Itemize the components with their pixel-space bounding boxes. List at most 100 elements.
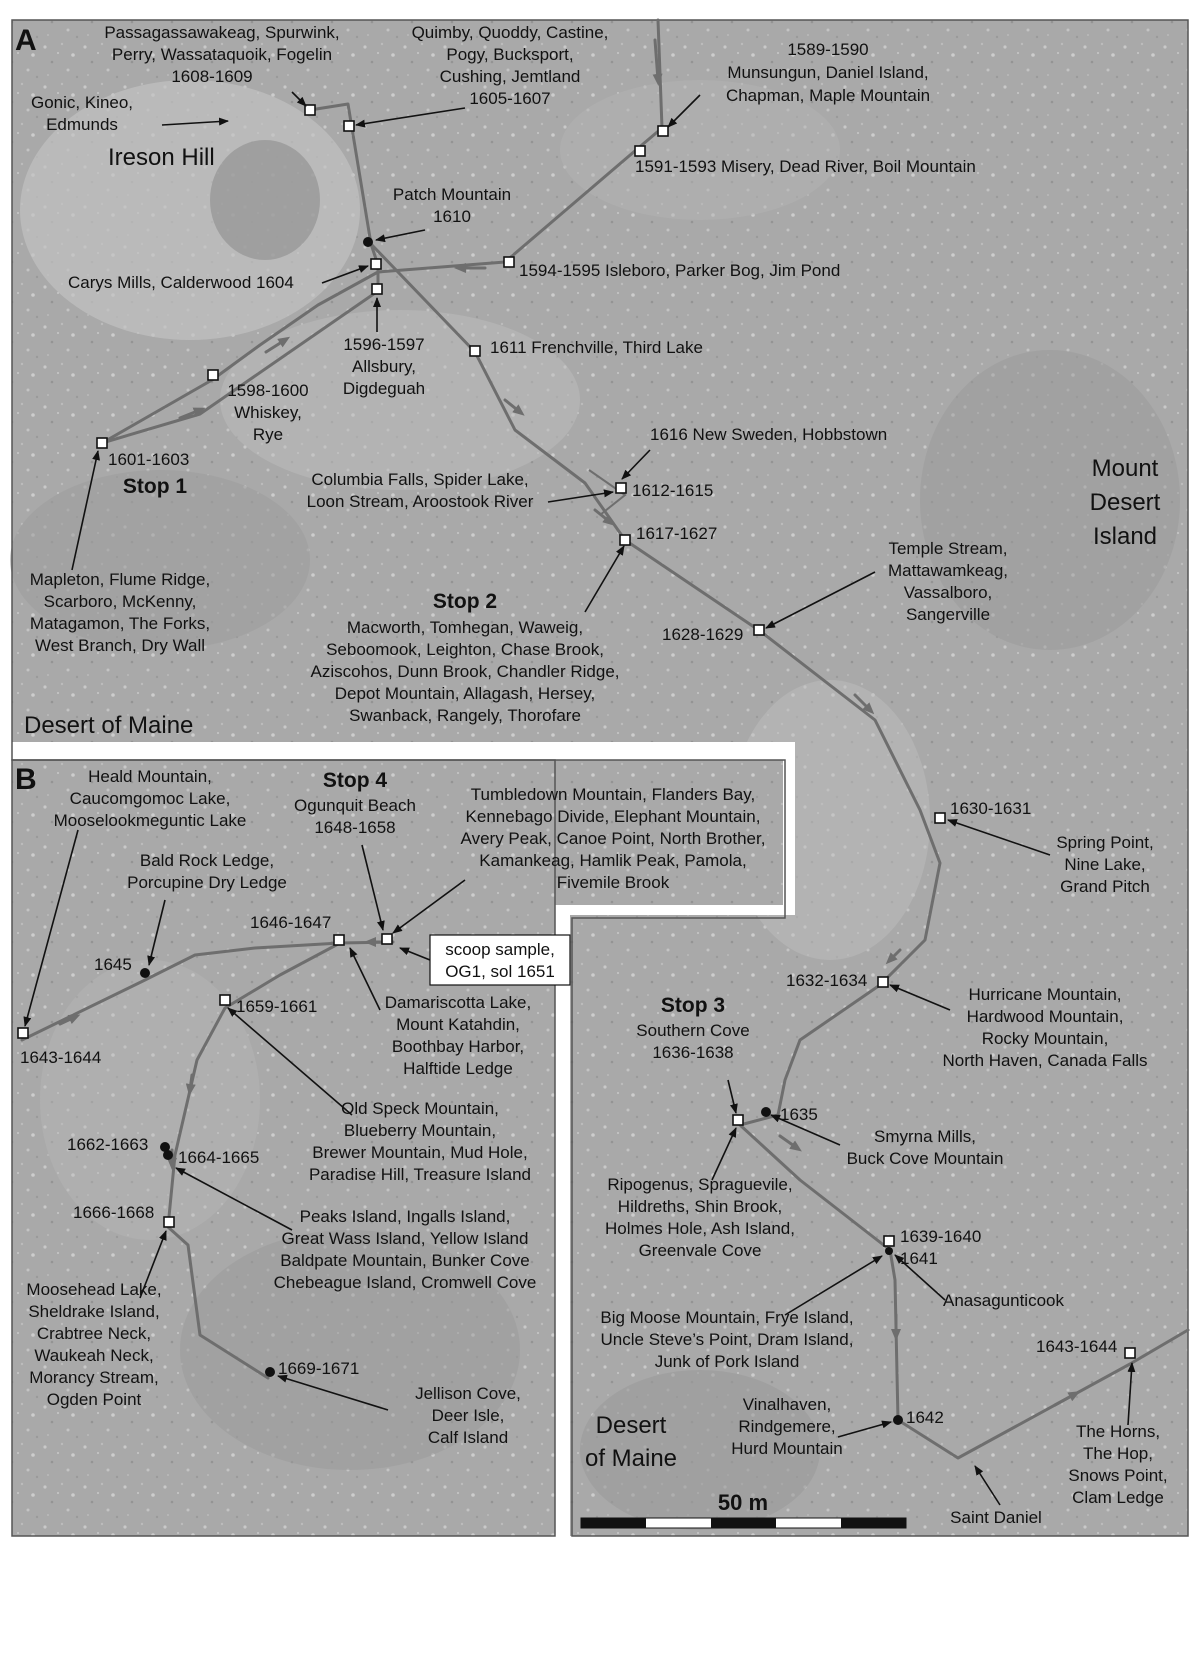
station-1669 (265, 1367, 275, 1377)
label-macworth-4: Depot Mountain, Allagash, Hersey, (335, 684, 596, 703)
label-hurricane-1: Hurricane Mountain, (968, 985, 1121, 1004)
scoop-sample-box (429, 934, 571, 986)
label-isle: 1594-1595 Isleboro, Parker Bog, Jim Pond (519, 261, 840, 280)
label-pass-3: 1608-1609 (171, 67, 252, 86)
label-peaks-2: Great Wass Island, Yellow Island (282, 1229, 529, 1248)
label-1630: 1630-1631 (950, 799, 1031, 818)
label-pass-1: Passagassawakeag, Spurwink, (104, 23, 339, 42)
label-mapleton-4: West Branch, Dry Wall (35, 636, 205, 655)
label-horns-2: The Hop, (1083, 1444, 1153, 1463)
label-patch-1: Patch Mountain (393, 185, 511, 204)
label-1639: 1639-1640 (900, 1227, 981, 1246)
label-whiskey-2: Whiskey, (234, 403, 302, 422)
panel-b-border (11, 759, 556, 1537)
label-moosehead-3: Crabtree Neck, (37, 1324, 151, 1343)
station-1639 (883, 1235, 895, 1247)
label-jellison-2: Deer Isle, (432, 1406, 505, 1425)
station-1611 (469, 345, 481, 357)
label-temple-1: Temple Stream, (888, 539, 1007, 558)
stop-3-label: Stop 3 (661, 994, 725, 1017)
label-temple-2: Mattawamkeag, (888, 561, 1008, 580)
label-allsbury-3: Digdeguah (343, 379, 425, 398)
label-damar-2: Mount Katahdin, (396, 1015, 520, 1034)
label-carys: Carys Mills, Calderwood 1604 (68, 273, 294, 292)
label-macworth-3: Aziscohos, Dunn Brook, Chandler Ridge, (311, 662, 620, 681)
label-1628: 1628-1629 (662, 625, 743, 644)
label-heald-1: Heald Mountain, (88, 767, 212, 786)
label-oldspeck-2: Blueberry Mountain, (344, 1121, 496, 1140)
label-1664: 1664-1665 (178, 1148, 259, 1167)
labels-panel-b: Heald Mountain, Caucomgomoc Lake, Moosel… (20, 767, 765, 1447)
label-munsun-3: Chapman, Maple Mountain (726, 86, 930, 105)
label-vinal-3: Hurd Mountain (731, 1439, 843, 1458)
label-peaks-3: Baldpate Mountain, Bunker Cove (280, 1251, 530, 1270)
station-1664 (163, 1150, 173, 1160)
label-moosehead-6: Ogden Point (47, 1390, 142, 1409)
label-jellison-1: Jellison Cove, (415, 1384, 521, 1403)
label-temple-3: Vassalboro, (904, 583, 993, 602)
label-oldspeck-3: Brewer Mountain, Mud Hole, (312, 1143, 527, 1162)
label-stop3-3: 1636-1638 (652, 1043, 733, 1062)
label-tumble-5: Fivemile Brook (557, 873, 670, 892)
label-1666: 1666-1668 (73, 1203, 154, 1222)
label-stop4-2: Ogunquit Beach (294, 796, 416, 815)
station-1641 (885, 1247, 893, 1255)
label-whiskey-1: 1598-1600 (227, 381, 308, 400)
label-moosehead-4: Waukeah Neck, (34, 1346, 153, 1365)
label-anasag: Anasagunticook (943, 1291, 1064, 1310)
place-mdi-2: Desert (1090, 489, 1161, 516)
label-columbia-1: Columbia Falls, Spider Lake, (311, 470, 528, 489)
labels-panel-a: Passagassawakeag, Spurwink, Perry, Wassa… (30, 23, 1168, 1527)
label-columbia-2: Loon Stream, Aroostook River (307, 492, 534, 511)
label-whiskey-3: Rye (253, 425, 283, 444)
station-1601 (96, 437, 108, 449)
place-desert-2b: of Maine (585, 1445, 677, 1472)
station-1635 (761, 1107, 771, 1117)
label-munsun-1: 1589-1590 (787, 40, 868, 59)
station-1594 (503, 256, 515, 268)
label-heald-2: Caucomgomoc Lake, (70, 789, 231, 808)
station-1598 (207, 369, 219, 381)
label-1643b: 1643-1644 (20, 1048, 101, 1067)
station-1596 (371, 283, 383, 295)
station-1666 (163, 1216, 175, 1228)
station-1646 (333, 934, 345, 946)
label-1617: 1617-1627 (636, 524, 717, 543)
station-1645 (140, 968, 150, 978)
label-oldspeck-4: Paradise Hill, Treasure Island (309, 1165, 531, 1184)
label-peaks-1: Peaks Island, Ingalls Island, (300, 1207, 511, 1226)
label-stop4-3: 1648-1658 (314, 818, 395, 837)
label-munsun-2: Munsungun, Daniel Island, (727, 63, 928, 82)
place-desert-of-maine: Desert of Maine (24, 712, 193, 739)
panel-a-letter: A (15, 24, 37, 57)
label-oldspeck-1: Old Speck Mountain, (341, 1099, 499, 1118)
label-allsbury-2: Allsbury, (352, 357, 416, 376)
label-stop3-2: Southern Cove (636, 1021, 749, 1040)
label-temple-4: Sangerville (906, 605, 990, 624)
label-spring-2: Nine Lake, (1064, 855, 1145, 874)
station-1636 (732, 1114, 744, 1126)
stop-2-label: Stop 2 (433, 590, 497, 613)
pointer-arrows-a (71, 91, 1136, 1506)
scale-bar: 50 m (580, 1490, 907, 1529)
label-misery: 1591-1593 Misery, Dead River, Boil Mount… (635, 157, 976, 176)
label-macworth-1: Macworth, Tomhegan, Waweig, (347, 618, 583, 637)
label-1642: 1642 (906, 1408, 944, 1427)
label-tumble-3: Avery Peak, Canoe Point, North Brother, (461, 829, 766, 848)
label-1641: 1641 (900, 1249, 938, 1268)
label-vinal-1: Vinalhaven, (743, 1395, 832, 1414)
label-jellison-3: Calf Island (428, 1428, 508, 1447)
label-mapleton-2: Scarboro, McKenny, (44, 592, 197, 611)
label-quimby-3: Cushing, Jemtland (440, 67, 581, 86)
label-tumble-1: Tumbledown Mountain, Flanders Bay, (471, 785, 755, 804)
label-gonic-1: Gonic, Kineo, (31, 93, 133, 112)
label-quimby-2: Pogy, Bucksport, (446, 45, 573, 64)
rover-track-a (100, 18, 1190, 1460)
place-ireson-hill: Ireson Hill (108, 144, 215, 171)
label-1643: 1643-1644 (1036, 1337, 1117, 1356)
label-spring-1: Spring Point, (1056, 833, 1153, 852)
label-moosehead-1: Moosehead Lake, (26, 1280, 161, 1299)
station-1659 (219, 994, 231, 1006)
label-ripog-3: Holmes Hole, Ash Island, (605, 1219, 795, 1238)
label-macworth-5: Swanback, Rangely, Thorofare (349, 706, 581, 725)
